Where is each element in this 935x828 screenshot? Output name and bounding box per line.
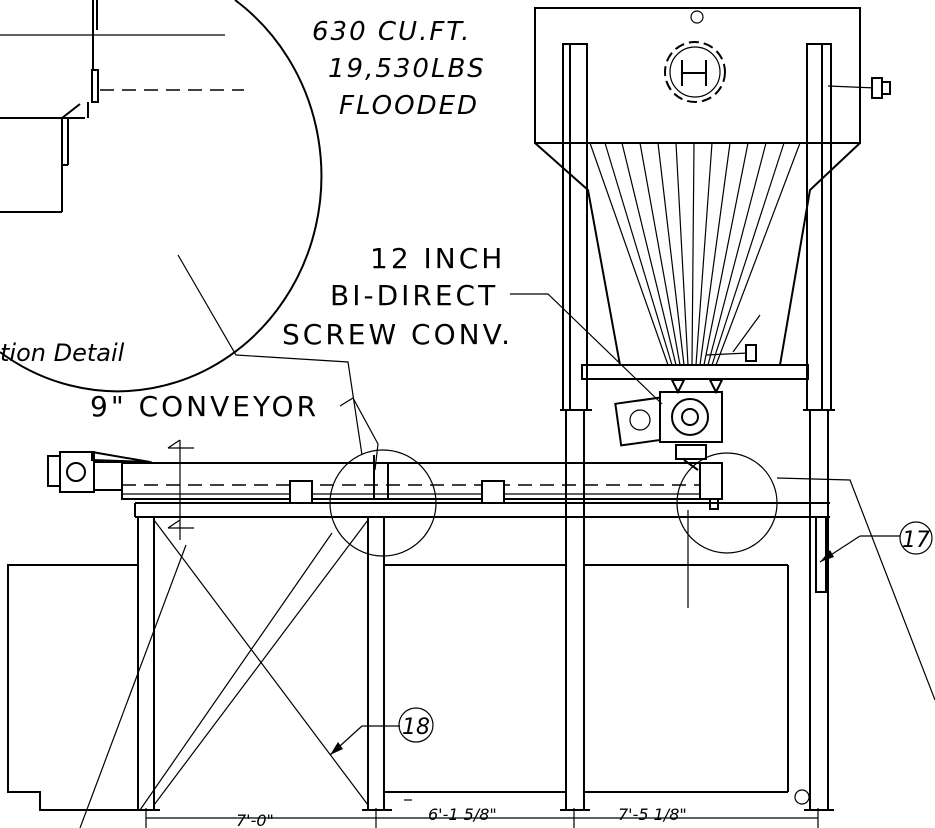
screw-label-line2: BI-DIRECT (330, 279, 498, 312)
conveyor-leader (339, 397, 379, 471)
hopper (534, 7, 891, 366)
screw-label-line3: SCREW CONV. (282, 318, 513, 351)
nine-inch-conveyor (47, 439, 723, 540)
detail-caption: tion Detail (0, 339, 125, 367)
capacity-note-label: FLOODED (339, 91, 479, 121)
tank-outline (7, 564, 810, 811)
hopper-stand (560, 43, 835, 811)
capacity-weight-label: 19,530LBS (328, 54, 486, 84)
leader-lower-left (79, 544, 187, 828)
detail-leader-right (776, 477, 935, 701)
callout-18-number: 18 (402, 715, 430, 740)
dimension-span2: 6'-1 5/8" (428, 805, 497, 824)
capacity-volume-label: 630 CU.FT. (312, 17, 471, 47)
dimension-span1: 7'-0" (236, 811, 274, 828)
callout-17-number: 17 (902, 528, 930, 553)
section-detail-circle (0, 0, 363, 456)
callout-18: 18 (329, 707, 434, 756)
support-frame (130, 502, 830, 811)
screw-leader (510, 293, 663, 405)
leader-lower-mid (139, 532, 333, 811)
cone-ribs (589, 142, 801, 366)
screw-conveyor (614, 379, 724, 471)
conveyor-label: 9" CONVEYOR (90, 390, 319, 423)
callout-17: 17 (819, 521, 933, 563)
dimension-span3: 7'-5 1/8" (618, 805, 687, 824)
dimension-line (145, 808, 819, 828)
screw-label-line1: 12 INCH (370, 242, 505, 275)
